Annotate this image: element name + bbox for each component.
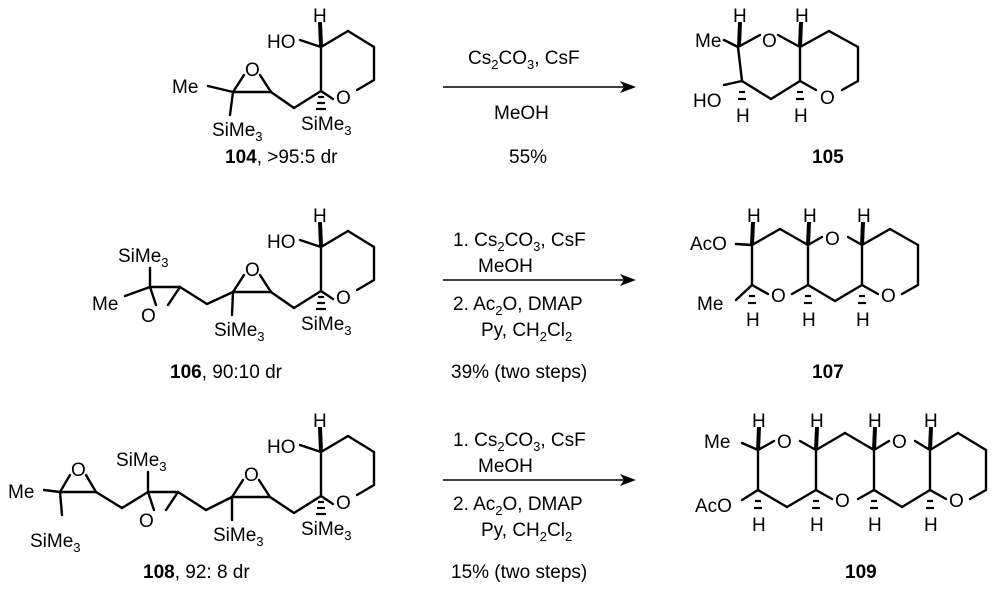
reactant-108-structure: HO H O O O Me O SiMe3 SiMe3 SiMe3 SiMe3 xyxy=(8,411,376,555)
row-2: HO H O O Me O SiMe3 SiMe3 SiMe3 106, 90:… xyxy=(92,206,920,383)
h-label: H xyxy=(810,411,824,432)
h-label: H xyxy=(313,6,327,27)
compound-label: 107 xyxy=(812,362,844,383)
compound-label: 105 xyxy=(812,147,844,168)
h-label: H xyxy=(752,515,766,536)
ring-o-label: O xyxy=(892,432,907,453)
methyl-label: Me xyxy=(172,77,198,98)
sime3-label: SiMe3 xyxy=(116,450,167,474)
h-label: H xyxy=(752,411,766,432)
reactant-106-structure: HO H O O Me O SiMe3 SiMe3 SiMe3 xyxy=(92,206,376,344)
ring-o-label: O xyxy=(835,491,850,512)
reagent-text: 2. Ac2O, DMAP xyxy=(453,494,583,518)
ring-o-label: O xyxy=(336,288,351,309)
h-label: H xyxy=(802,310,816,331)
compound-label: 104, >95:5 dr xyxy=(225,147,338,168)
h-label: H xyxy=(736,106,750,127)
compound-label: 106, 90:10 dr xyxy=(170,362,283,383)
h-label: H xyxy=(794,106,808,127)
h-label: H xyxy=(803,206,817,227)
sime3-label: SiMe3 xyxy=(301,519,352,543)
product-105-structure: Me O H H HO H H O xyxy=(693,6,860,127)
reagent-text: 2. Ac2O, DMAP xyxy=(453,294,583,318)
solvent-text: MeOH xyxy=(478,456,533,477)
ring-o-label: O xyxy=(777,432,792,453)
h-label: H xyxy=(746,310,760,331)
h-label: H xyxy=(857,206,871,227)
h-label: H xyxy=(868,411,882,432)
h-label: H xyxy=(810,515,824,536)
ring-o-label: O xyxy=(762,31,777,52)
ring-o-label: O xyxy=(949,491,964,512)
ring-o-label: O xyxy=(336,493,351,514)
sime3-label: SiMe3 xyxy=(212,120,263,144)
reactant-104-structure: HO H O Me O SiMe3 SiMe3 xyxy=(172,6,376,144)
methyl-label: Me xyxy=(8,482,34,503)
epoxide-o-label: O xyxy=(245,60,260,81)
yield-text: 39% (two steps) xyxy=(451,362,587,383)
h-label: H xyxy=(313,206,327,227)
h-label: H xyxy=(747,206,761,227)
ring-o-label: O xyxy=(825,229,840,250)
product-109-structure: Me AcO H H H H O O O O H H H H xyxy=(695,411,988,536)
h-label: H xyxy=(856,310,870,331)
row-1: HO H O Me O SiMe3 SiMe3 104, >95:5 dr Cs… xyxy=(172,6,860,168)
acetoxy-label: AcO xyxy=(690,234,727,255)
epoxide-o-label: O xyxy=(245,260,260,281)
solvent-text: MeOH xyxy=(478,256,533,277)
epoxide-o-label: O xyxy=(139,511,154,532)
arrow-head xyxy=(620,474,636,486)
h-label: H xyxy=(868,515,882,536)
row-3: HO H O O O Me O SiMe3 SiMe3 SiMe3 SiMe3 … xyxy=(8,411,988,583)
solvent-text: MeOH xyxy=(494,103,549,124)
ring-o-label: O xyxy=(881,286,896,307)
sime3-label: SiMe3 xyxy=(301,314,352,338)
hydroxyl-label: HO xyxy=(267,437,296,458)
sime3-label: SiMe3 xyxy=(30,531,81,555)
ring-o-label: O xyxy=(820,88,835,109)
reagent-text: Py, CH2Cl2 xyxy=(481,320,572,344)
methyl-label: Me xyxy=(697,294,723,315)
sime3-label: SiMe3 xyxy=(301,114,352,138)
methyl-label: Me xyxy=(695,31,721,52)
h-label: H xyxy=(795,6,809,27)
hydroxyl-label: HO xyxy=(267,232,296,253)
h-label: H xyxy=(733,6,747,27)
reagent-text: Cs2CO3, CsF xyxy=(468,48,580,72)
arrow-head xyxy=(620,274,636,286)
product-107-structure: AcO Me H H H O O O H H H xyxy=(690,206,920,331)
h-label: H xyxy=(924,411,938,432)
ring-o-label: O xyxy=(771,286,786,307)
sime3-label: SiMe3 xyxy=(213,525,264,549)
arrow-head xyxy=(620,81,636,93)
acetoxy-label: AcO xyxy=(695,496,732,517)
yield-text: 15% (two steps) xyxy=(451,562,587,583)
sime3-label: SiMe3 xyxy=(118,246,169,270)
ring-o-label: O xyxy=(336,88,351,109)
methyl-label: Me xyxy=(704,432,730,453)
h-label: H xyxy=(313,411,327,432)
sime3-label: SiMe3 xyxy=(214,320,265,344)
epoxide-o-label: O xyxy=(244,465,259,486)
compound-label: 109 xyxy=(845,562,877,583)
hydroxyl-label: HO xyxy=(693,91,722,112)
hydroxyl-label: HO xyxy=(267,32,296,53)
methyl-label: Me xyxy=(92,294,118,315)
epoxide-o-label: O xyxy=(141,306,156,327)
h-label: H xyxy=(924,515,938,536)
reagent-text: 1. Cs2CO3, CsF xyxy=(453,230,586,254)
compound-label: 108, 92: 8 dr xyxy=(143,562,250,583)
epoxide-o-label: O xyxy=(71,460,86,481)
reagent-text: 1. Cs2CO3, CsF xyxy=(453,430,586,454)
reagent-text: Py, CH2Cl2 xyxy=(481,520,572,544)
yield-text: 55% xyxy=(509,147,547,168)
